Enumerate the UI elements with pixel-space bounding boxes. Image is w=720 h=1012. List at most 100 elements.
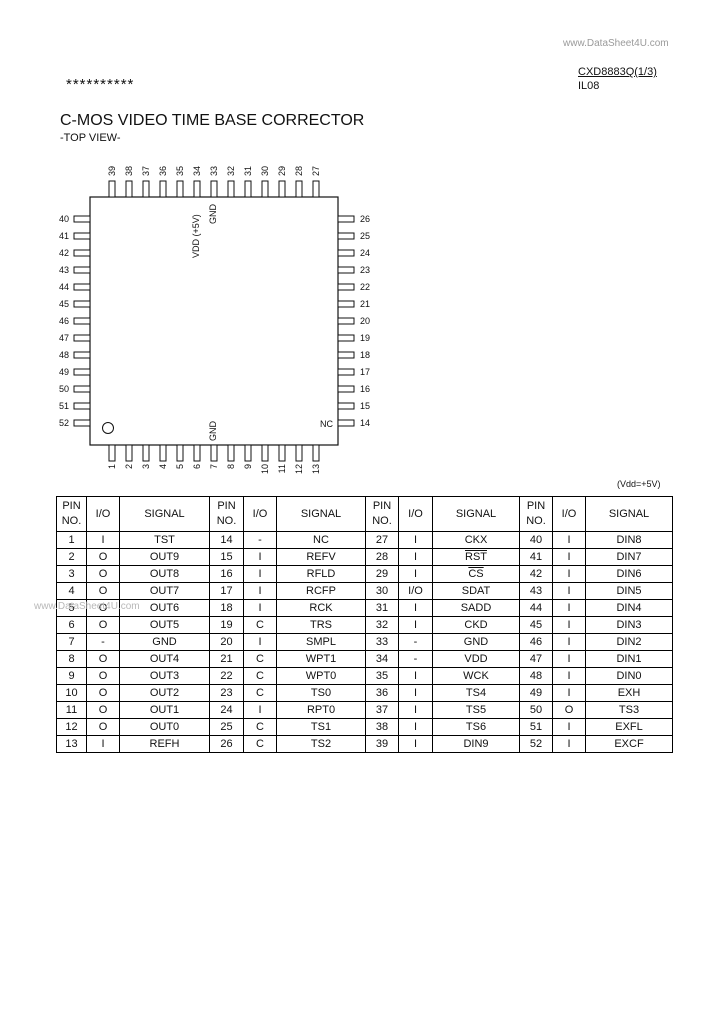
pin-number-label: 25 [360, 231, 370, 241]
io-cell: I [86, 735, 120, 753]
pin-cell: 15 [209, 548, 244, 566]
signal-cell: SADD [432, 599, 520, 617]
pin-number-label: 36 [158, 166, 168, 176]
pin-right-18 [337, 351, 355, 359]
pin-left-44 [73, 283, 91, 291]
signal-cell: WCK [432, 667, 520, 685]
io-cell: C [243, 667, 277, 685]
pin-bottom-10 [261, 444, 269, 462]
pin-right-17 [337, 368, 355, 376]
watermark-top: www.DataSheet4U.com [563, 38, 669, 49]
pin-bottom-3 [142, 444, 150, 462]
io-cell: I [243, 701, 277, 719]
io-cell: I [552, 599, 586, 617]
pin-top-29 [278, 180, 286, 198]
io-cell: I [552, 735, 586, 753]
pin-bottom-8 [227, 444, 235, 462]
pin1-marker [102, 422, 114, 434]
pin-number-label: 4 [158, 464, 168, 469]
signal-cell: OUT3 [119, 667, 210, 685]
watermark-mid: www.DataSheet4U.com [34, 601, 140, 612]
pin-number-label: 29 [277, 166, 287, 176]
signal-cell: OUT5 [119, 616, 210, 634]
pin-cell: 47 [519, 650, 553, 668]
pin-cell: 8 [56, 650, 87, 668]
pin-number-label: 35 [175, 166, 185, 176]
pin-cell: 25 [209, 718, 244, 736]
io-cell: C [243, 735, 277, 753]
signal-cell: NC [276, 531, 366, 549]
pin-number-label: 47 [59, 333, 69, 343]
signal-cell: SMPL [276, 633, 366, 651]
io-cell: - [398, 650, 433, 668]
pin-cell: 44 [519, 599, 553, 617]
io-cell: O [86, 667, 120, 685]
pin-top-32 [227, 180, 235, 198]
pin-right-16 [337, 385, 355, 393]
pin-cell: 16 [209, 565, 244, 583]
io-cell: O [86, 718, 120, 736]
pin-top-28 [295, 180, 303, 198]
signal-cell: VDD [432, 650, 520, 668]
io-cell: I [552, 718, 586, 736]
page-subtitle: -TOP VIEW- [60, 132, 121, 144]
header-io: I/O [86, 496, 120, 532]
pin-right-15 [337, 402, 355, 410]
pin-bottom-13 [312, 444, 320, 462]
pin-left-45 [73, 300, 91, 308]
signal-cell: DIN9 [432, 735, 520, 753]
pin-bottom-7 [210, 444, 218, 462]
pin-right-19 [337, 334, 355, 342]
io-cell: I [552, 667, 586, 685]
io-cell: I [398, 735, 433, 753]
io-cell: I [552, 582, 586, 600]
pin-cell: 31 [365, 599, 399, 617]
pin-cell: 38 [365, 718, 399, 736]
part-number: CXD8883Q(1/3) [578, 66, 657, 78]
signal-cell: SDAT [432, 582, 520, 600]
io-cell: I [398, 548, 433, 566]
signal-cell: EXCF [585, 735, 673, 753]
io-cell: I [243, 633, 277, 651]
io-cell: O [86, 684, 120, 702]
pin-left-52 [73, 419, 91, 427]
pin-number-label: 24 [360, 248, 370, 258]
pin-cell: 40 [519, 531, 553, 549]
pin-number-label: 21 [360, 299, 370, 309]
pin-number-label: 22 [360, 282, 370, 292]
io-cell: I [398, 565, 433, 583]
pin-right-24 [337, 249, 355, 257]
pin-cell: 14 [209, 531, 244, 549]
signal-cell: TS4 [432, 684, 520, 702]
signal-cell: TS2 [276, 735, 366, 753]
signal-cell: DIN5 [585, 582, 673, 600]
io-cell: C [243, 684, 277, 702]
signal-cell: RCFP [276, 582, 366, 600]
signal-cell: WPT1 [276, 650, 366, 668]
pin-left-49 [73, 368, 91, 376]
io-cell: I [398, 599, 433, 617]
pin-number-label: 39 [107, 166, 117, 176]
io-cell: I/O [398, 582, 433, 600]
io-cell: I [398, 718, 433, 736]
signal-cell: CS [432, 565, 520, 583]
pin-left-50 [73, 385, 91, 393]
pin-cell: 28 [365, 548, 399, 566]
pin-number-label: 19 [360, 333, 370, 343]
pin-number-label: 1 [107, 464, 117, 469]
signal-cell: RFLD [276, 565, 366, 583]
signal-cell: CKX [432, 531, 520, 549]
io-cell: O [86, 701, 120, 719]
signal-cell: TS1 [276, 718, 366, 736]
pin-top-30 [261, 180, 269, 198]
pin-number-label: 27 [311, 166, 321, 176]
pin-cell: 46 [519, 633, 553, 651]
signal-cell: OUT1 [119, 701, 210, 719]
